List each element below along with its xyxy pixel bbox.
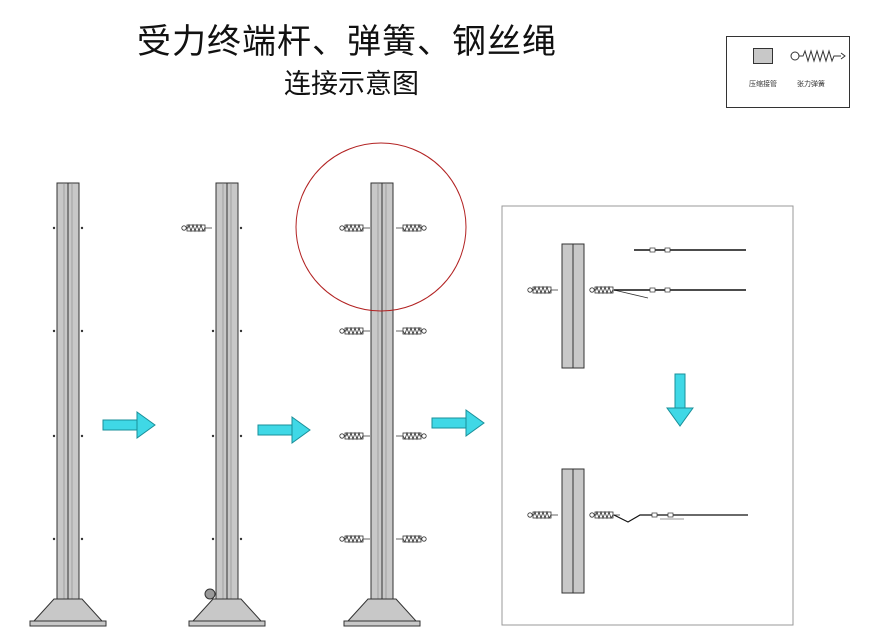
tension-spring-icon	[790, 49, 846, 63]
diagram-title: 受力终端杆、弹簧、钢丝绳	[137, 22, 557, 62]
arrow-step-2-to-3	[257, 416, 311, 444]
legend-label-tension-spring: 张力弹簧	[797, 80, 825, 88]
detail-panel	[501, 205, 794, 626]
grey-square-icon	[753, 48, 773, 64]
highlight-circle	[295, 142, 467, 312]
step-2-post	[181, 182, 266, 627]
legend-label-compression-sleeve: 压缩接管	[749, 80, 777, 88]
step-3-post	[339, 182, 427, 627]
step-1-post	[29, 182, 107, 627]
legend-box: 压缩接管 张力弹簧	[726, 36, 850, 108]
arrow-step-1-to-2	[102, 411, 156, 439]
diagram-subtitle: 连接示意图	[284, 69, 419, 100]
arrow-step-3-to-4	[431, 409, 485, 437]
